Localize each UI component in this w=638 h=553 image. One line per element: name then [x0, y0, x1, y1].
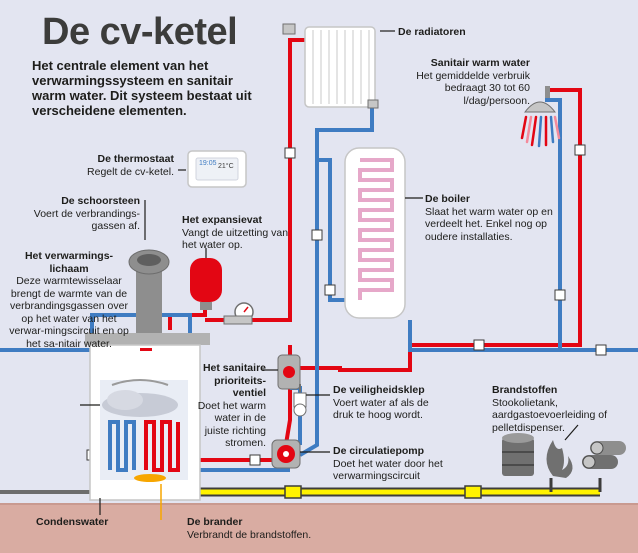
- label-boiler: De boiler Slaat het warm water op en ver…: [425, 193, 557, 243]
- label-thermostaat-text: Regelt de cv-ketel.: [87, 165, 174, 178]
- label-expansievat-text: Vangt de uitzetting van het water op.: [182, 226, 289, 252]
- ground: [0, 503, 638, 553]
- fuels-pointer: [564, 424, 579, 441]
- label-circulatiepomp-title: De circulatiepomp: [333, 445, 425, 457]
- thermostat-display-right: 21°C: [218, 163, 234, 170]
- label-condenswater: Condenswater: [36, 516, 108, 529]
- label-expansievat-title: Het expansievat: [182, 214, 262, 226]
- label-radiatoren-title: De radiatoren: [398, 26, 466, 38]
- label-prioriteitsventiel-title: Het sanitaire prioriteits-ventiel: [202, 362, 266, 399]
- label-veiligheidsklep-text: Voert water af als de druk te hoog wordt…: [333, 396, 429, 422]
- label-brandstoffen: Brandstoffen Stookolietank, aardgastoevo…: [492, 384, 618, 434]
- label-brandstoffen-text: Stookolietank, aardgastoevoerleiding of …: [492, 396, 607, 434]
- shower-head: [520, 86, 561, 148]
- label-boiler-title: De boiler: [425, 193, 470, 205]
- label-sanitair-warm-water: Sanitair warm water Het gemiddelde verbr…: [400, 57, 530, 107]
- label-schoorsteen-title: De schoorsteen: [61, 195, 140, 207]
- safety-valve: [293, 384, 307, 417]
- priority-valve: [277, 354, 301, 390]
- label-sanitair-text: Het gemiddelde verbruik bedraagt 30 tot …: [416, 69, 530, 107]
- boiler-tank: [344, 147, 406, 319]
- fuel-line: [193, 478, 602, 499]
- page-subtitle: Het centrale element van het verwarmings…: [32, 58, 252, 118]
- page-title: De cv-ketel: [42, 11, 238, 53]
- radiator: [282, 23, 379, 109]
- expansion-vessel: [190, 258, 222, 310]
- label-prioriteitsventiel: Het sanitaire prioriteits-ventiel Doet h…: [196, 362, 266, 450]
- circulation-pump: [271, 439, 301, 469]
- label-prioriteitsventiel-text: Doet het warm water in de juiste richtin…: [197, 399, 266, 450]
- label-expansievat: Het expansievat Vangt de uitzetting van …: [182, 214, 292, 252]
- label-brander-text: Verbrandt de brandstoffen.: [187, 528, 312, 541]
- label-circulatiepomp-text: Doet het water door het verwarmingscircu…: [333, 457, 443, 483]
- gas-flame-icon: [546, 440, 573, 478]
- cv-ketel-unit: [85, 333, 210, 501]
- label-brander-title: De brander: [187, 516, 243, 528]
- label-radiatoren: De radiatoren: [398, 26, 466, 39]
- label-verwarmingslichaam-text: Deze warmtewisselaar brengt de warmte va…: [9, 275, 129, 350]
- label-brander: De brander Verbrandt de brandstoffen.: [187, 516, 347, 541]
- label-thermostaat: De thermostaat Regelt de cv-ketel.: [62, 153, 174, 178]
- label-circulatiepomp: De circulatiepomp Doet het water door he…: [333, 445, 453, 483]
- label-thermostaat-title: De thermostaat: [97, 153, 174, 165]
- label-sanitair-title: Sanitair warm water: [430, 57, 530, 69]
- pellet-logs-icon: [582, 441, 626, 469]
- label-verwarmingslichaam: Het verwarmings-lichaam Deze warmtewisse…: [8, 250, 130, 350]
- label-schoorsteen-text: Voert de verbrandings-gassen af.: [33, 207, 140, 233]
- pressure-gauge: [223, 302, 254, 325]
- thermostat-display-left: 19:05: [199, 160, 217, 167]
- chimney: [128, 249, 170, 336]
- label-veiligheidsklep-title: De veiligheidsklep: [333, 384, 425, 396]
- label-brandstoffen-title: Brandstoffen: [492, 384, 558, 396]
- label-verwarmingslichaam-title: Het verwarmings-lichaam: [24, 250, 114, 275]
- label-veiligheidsklep: De veiligheidsklep Voert water af als de…: [333, 384, 445, 422]
- thermostat-device: [187, 150, 247, 188]
- label-boiler-text: Slaat het warm water op en verdeelt het.…: [425, 205, 553, 243]
- label-condenswater-title: Condenswater: [36, 516, 109, 528]
- fuel-oil-tank-icon: [502, 433, 534, 476]
- label-schoorsteen: De schoorsteen Voert de verbrandings-gas…: [20, 195, 140, 233]
